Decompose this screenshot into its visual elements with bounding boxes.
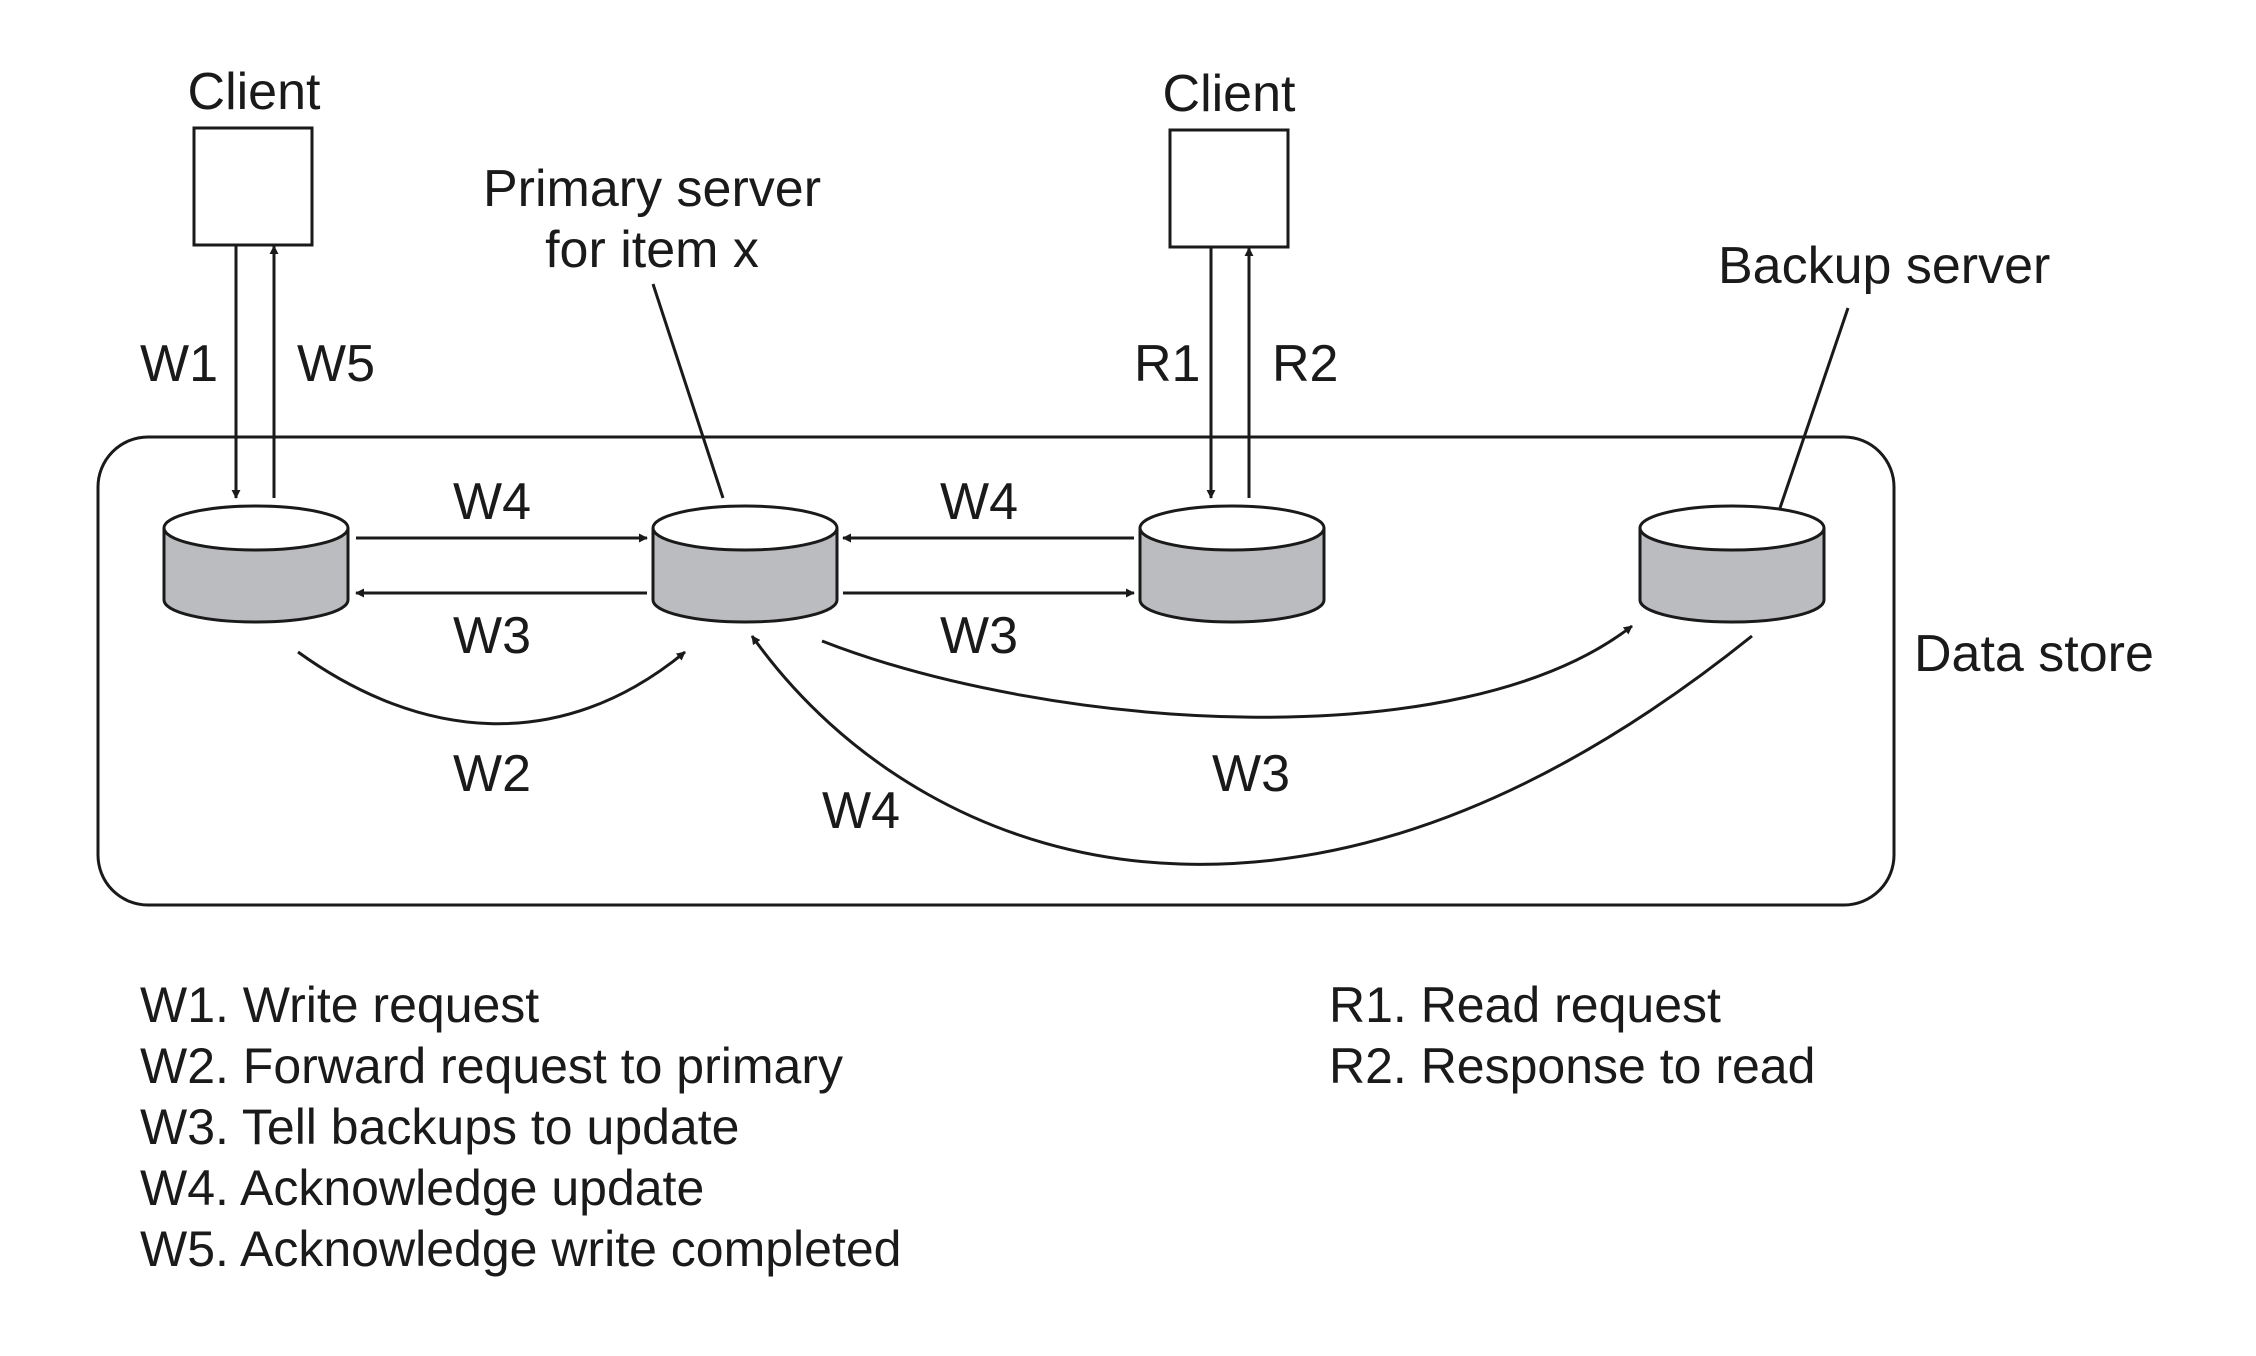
disk-local-right	[1138, 504, 1326, 624]
backup-server-label: Backup server	[1718, 237, 2051, 295]
label-r2: R2	[1272, 335, 1339, 393]
legend-r2: R2. Response to read	[1329, 1038, 1816, 1094]
client-right-box	[1168, 128, 1290, 249]
label-w5: W5	[297, 335, 375, 393]
label-w2: W2	[453, 745, 531, 803]
legend-r1: R1. Read request	[1329, 977, 1721, 1033]
label-w4-left: W4	[453, 473, 531, 531]
arrow-w4-curve	[750, 634, 1753, 866]
arrow-w3-curve	[821, 624, 1633, 719]
primary-server-label-line1: Primary server	[482, 160, 822, 218]
label-w4-right: W4	[940, 473, 1018, 531]
backup-leader-line	[1778, 307, 1850, 509]
label-w3-curve: W3	[1212, 745, 1290, 803]
label-w1: W1	[140, 335, 218, 393]
data-store-boundary	[96, 435, 1896, 907]
label-w4-curve: W4	[822, 782, 900, 840]
client-right-label: Client	[1162, 65, 1296, 123]
legend-w3: W3. Tell backups to update	[140, 1099, 740, 1155]
data-store-label: Data store	[1914, 625, 2154, 683]
disk-local-left	[162, 504, 350, 624]
arrow-w2	[297, 650, 686, 726]
legend-w2: W2. Forward request to primary	[140, 1038, 843, 1094]
legend-w5: W5. Acknowledge write completed	[140, 1221, 902, 1277]
primary-server-label-line2: for item x	[545, 221, 759, 279]
primary-leader-line	[651, 283, 725, 499]
client-left-label: Client	[187, 63, 321, 121]
label-r1: R1	[1134, 335, 1201, 393]
disk-backup	[1638, 504, 1826, 624]
label-w3-left: W3	[453, 607, 531, 665]
disk-primary	[651, 504, 839, 624]
client-left-box	[192, 126, 314, 247]
legend-w4: W4. Acknowledge update	[140, 1160, 705, 1216]
legend-w1: W1. Write request	[140, 977, 540, 1033]
label-w3-right: W3	[940, 607, 1018, 665]
